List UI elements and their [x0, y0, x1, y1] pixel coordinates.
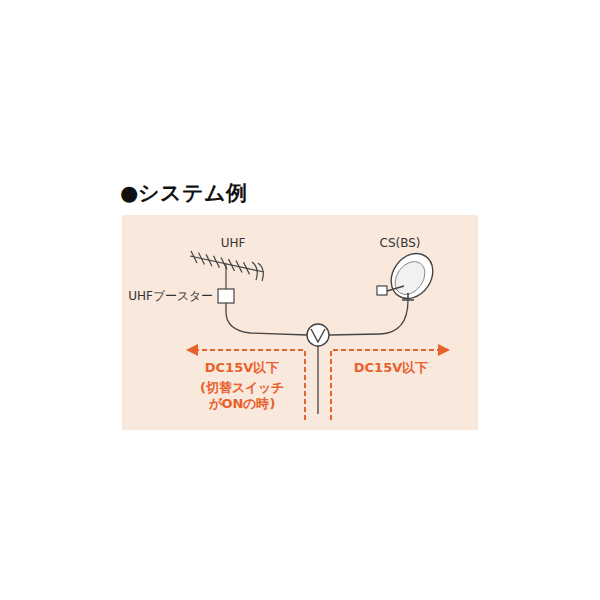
- mixer-symbol: [307, 324, 329, 346]
- output-cable: [317, 346, 318, 414]
- arrow-head: [186, 344, 198, 356]
- mixer-mark: [311, 329, 325, 342]
- cs-bs-dish: [377, 245, 441, 306]
- uhf-antenna: [190, 251, 264, 289]
- uhf-cable: [226, 303, 307, 335]
- voltage-note: DC15V以下: [352, 360, 430, 376]
- part-label: CS(BS): [380, 236, 421, 251]
- part-label: UHFブースター: [128, 289, 213, 304]
- cs-cable: [329, 300, 408, 335]
- part-label: UHF: [221, 236, 246, 251]
- background-panel: [122, 215, 478, 430]
- voltage-note: DC15V以下: [203, 360, 281, 376]
- diagram-title: ●システム例: [120, 180, 247, 206]
- uhf-booster-box: [218, 289, 234, 303]
- arrow-head: [438, 344, 450, 356]
- dc-arrow-right: [331, 350, 438, 420]
- condition-note: (切替スイッチ がONの時): [191, 380, 294, 413]
